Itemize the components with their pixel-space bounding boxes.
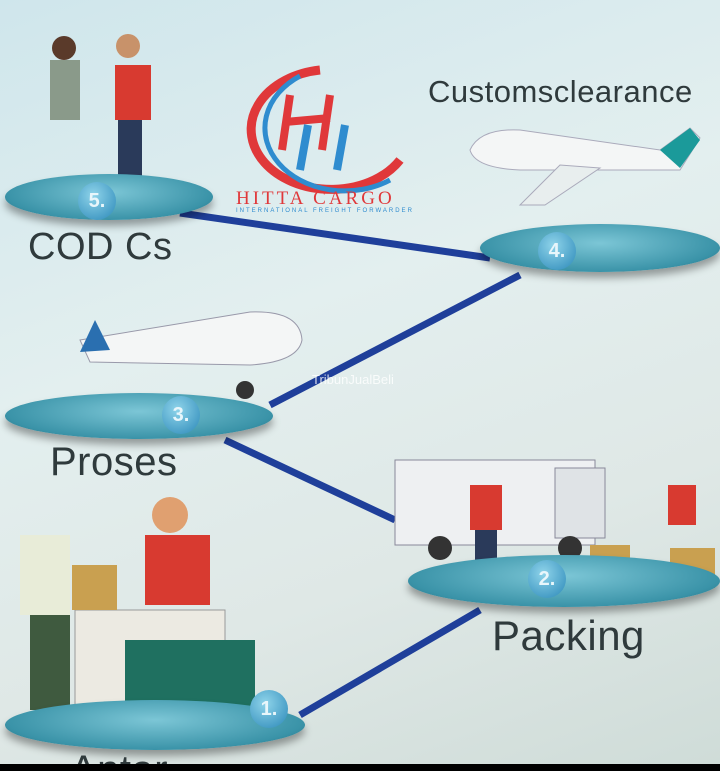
step-5-label: COD Cs [28,226,173,268]
step-3-label: Proses [50,440,178,484]
airplane-top [469,127,701,206]
step-5-number: 5. [78,182,116,220]
logo-tagline: INTERNATIONAL FREIGHT FORWARDER [236,208,414,214]
step-4-number: 4. [538,232,576,270]
line-2-1 [298,606,482,719]
step-3-platform [5,393,273,439]
step-4-platform [480,224,720,272]
step-1-number: 1. [250,690,288,728]
line-4-3 [268,271,522,409]
step-2-label: Packing [492,612,645,659]
step-4-label: Customsclearance [428,74,693,109]
watermark: TribunJualBeli [312,372,394,387]
step-3-number: 3. [162,396,200,434]
airplane-middle [79,311,303,399]
line-3-2 [223,436,397,524]
step-2-number: 2. [528,560,566,598]
logo-brand: HITTA CARGO [236,188,395,209]
logo-mark [246,65,404,194]
step-1-label: Antar [70,748,168,764]
line-5-4 [179,209,491,262]
